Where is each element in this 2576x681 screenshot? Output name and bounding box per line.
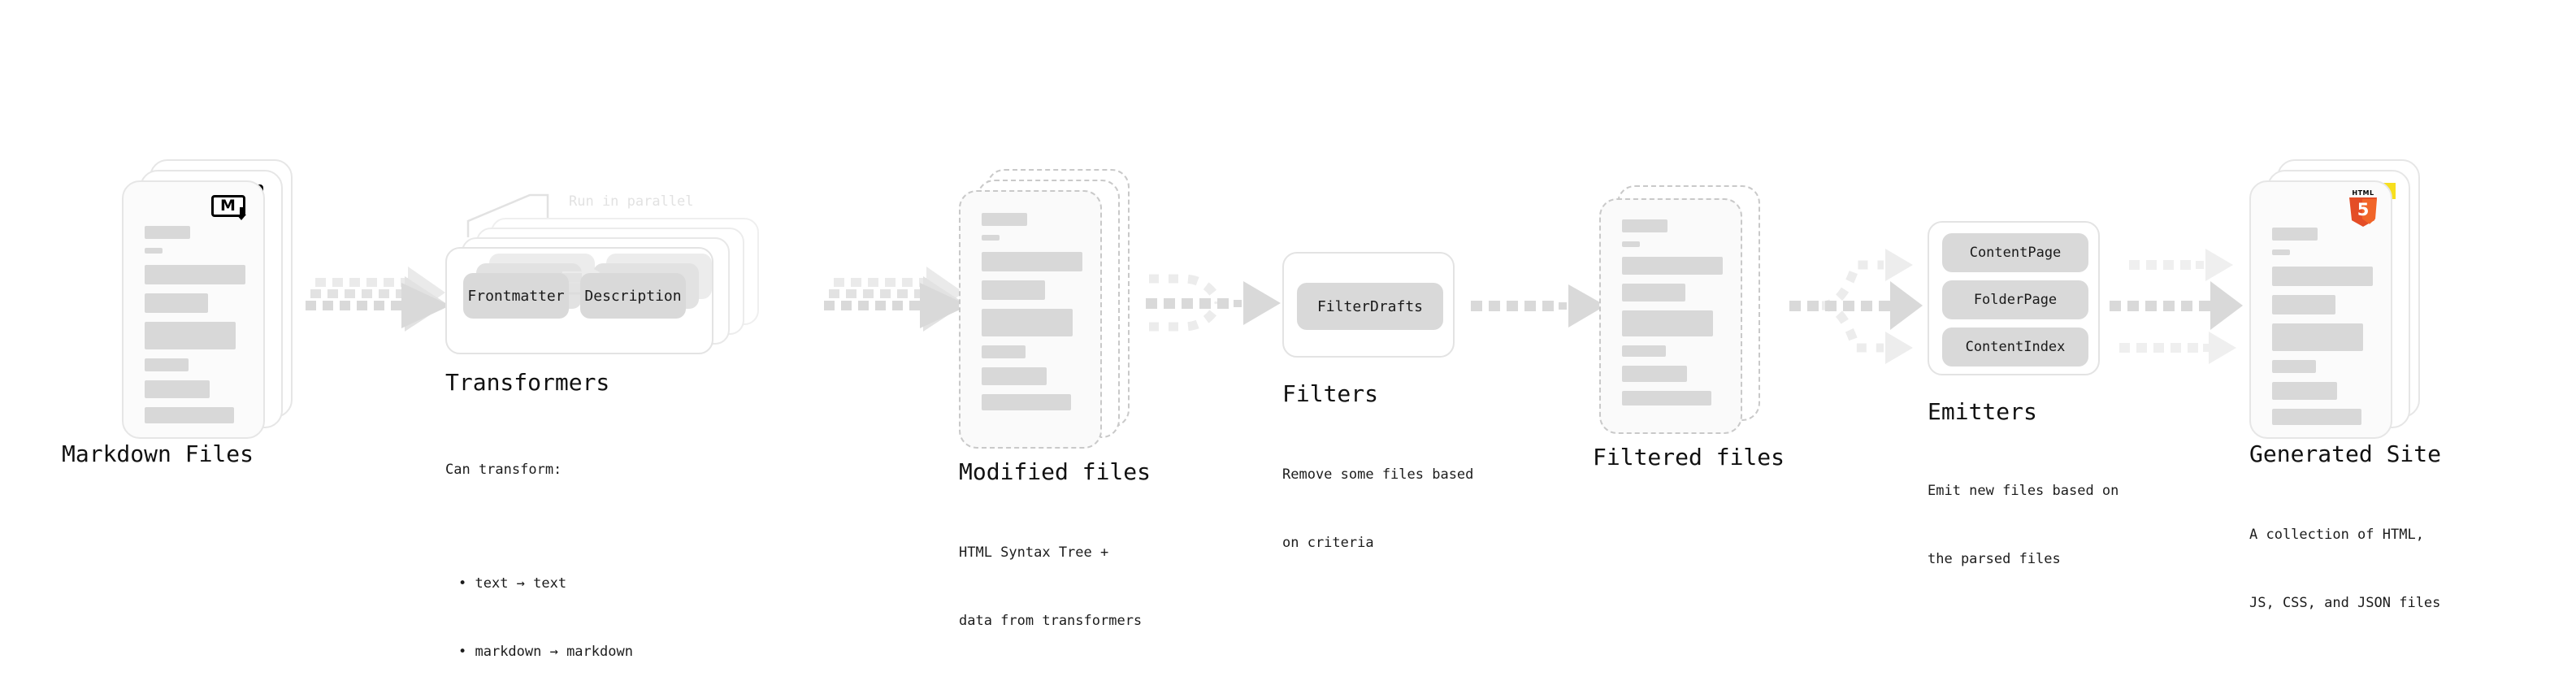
arrow-filters-to-filtered <box>1463 283 1606 340</box>
filtered-card-front <box>1599 198 1742 434</box>
modified-caption-line-0: HTML Syntax Tree + <box>959 544 1109 561</box>
filters-caption-line-0: Remove some files based <box>1282 466 1474 483</box>
markdown-placeholder-lines <box>145 226 245 432</box>
transformer-box-front: Frontmatter Description <box>445 247 713 354</box>
transformer-pill-description[interactable]: Description <box>580 273 686 319</box>
modified-caption-line-1: data from transformers <box>959 613 1143 629</box>
stage-markdown-files: M M M <box>62 159 293 467</box>
arrow-markdown-to-transformers <box>302 267 465 362</box>
stage-caption-generated-site: A collection of HTML, JS, CSS, and JSON … <box>2249 478 2440 660</box>
transformers-bullet-0: • text → text <box>458 575 567 592</box>
stage-title-filtered-files: Filtered files <box>1593 444 1785 471</box>
markdown-card-front: M <box>122 180 265 439</box>
html5-icon-label: HTML <box>2352 189 2374 197</box>
modified-placeholder-lines <box>982 213 1082 419</box>
stage-caption-emitters: Emit new files based on the parsed files <box>1928 434 2118 616</box>
stage-title-markdown-files: Markdown Files <box>62 440 254 467</box>
stage-title-filters: Filters <box>1282 380 1379 407</box>
generated-caption-line-0: A collection of HTML, <box>2249 527 2424 543</box>
stage-generated-site: CSS HTML 5 <box>2249 159 2441 611</box>
filters-box: FilterDrafts <box>1282 252 1455 358</box>
emitters-box: ContentPage FolderPage ContentIndex <box>1928 221 2100 375</box>
transformers-caption-heading: Can transform: <box>445 462 562 478</box>
stage-modified-files: Modified files HTML Syntax Tree + data f… <box>959 169 1151 629</box>
markdown-file-stack: M M M <box>122 159 293 439</box>
modified-file-stack <box>959 169 1130 453</box>
html5-icon-digit: 5 <box>2357 200 2370 219</box>
stage-title-modified-files: Modified files <box>959 458 1151 485</box>
stage-title-transformers: Transformers <box>445 369 610 396</box>
stage-caption-transformers: Can transform: • text → text • markdown … <box>445 413 633 681</box>
arrow-filtered-to-emitters <box>1785 234 1931 372</box>
generated-card-front: HTML 5 <box>2249 180 2392 439</box>
run-in-parallel-bracket <box>466 193 549 237</box>
filtered-placeholder-lines <box>1622 219 1723 414</box>
emitters-caption-line-0: Emit new files based on <box>1928 483 2119 499</box>
transformer-pill-frontmatter[interactable]: Frontmatter <box>463 273 569 319</box>
stage-filtered-files: Filtered files <box>1593 185 1785 471</box>
markdown-icon: M <box>211 195 246 220</box>
stage-caption-modified-files: HTML Syntax Tree + data from transformer… <box>959 496 1142 678</box>
run-in-parallel-label: Run in parallel <box>569 193 694 210</box>
stage-caption-filters: Remove some files based on criteria <box>1282 418 1473 600</box>
generated-placeholder-lines <box>2272 228 2373 434</box>
emitters-pill-contentindex[interactable]: ContentIndex <box>1942 327 2088 367</box>
transformers-bullet-1: • markdown → markdown <box>458 644 633 660</box>
generated-caption-line-1: JS, CSS, and JSON files <box>2249 595 2441 611</box>
modified-card-front <box>959 190 1102 449</box>
filters-pill-filterdrafts[interactable]: FilterDrafts <box>1297 283 1443 330</box>
filters-caption-line-1: on criteria <box>1282 535 1374 551</box>
stage-title-emitters: Emitters <box>1928 398 2037 425</box>
emitters-caption-line-1: the parsed files <box>1928 551 2061 567</box>
html5-icon: HTML 5 <box>2347 189 2379 227</box>
arrow-emitters-to-site <box>2105 234 2251 372</box>
generated-site-file-stack: CSS HTML 5 <box>2249 159 2428 444</box>
emitters-pill-folderpage[interactable]: FolderPage <box>1942 280 2088 319</box>
arrow-transformers-to-modified <box>821 267 983 362</box>
arrow-modified-to-filters <box>1138 252 1292 358</box>
filtered-file-stack <box>1599 185 1770 445</box>
stage-title-generated-site: Generated Site <box>2249 440 2442 467</box>
emitters-pill-contentpage[interactable]: ContentPage <box>1942 233 2088 272</box>
